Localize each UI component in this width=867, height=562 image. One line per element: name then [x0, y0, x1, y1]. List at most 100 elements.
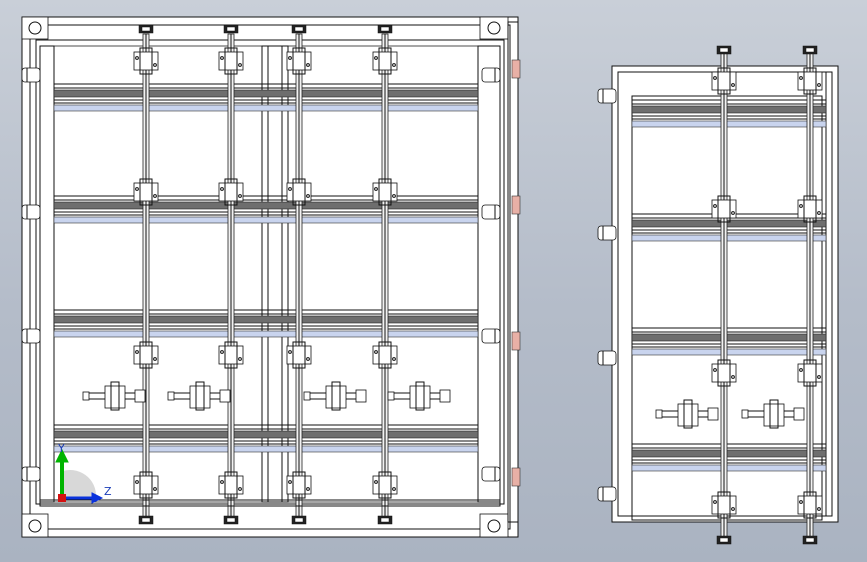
left-rod-2-guide-2 [218, 182, 244, 202]
left-rail-4-blue-band [53, 445, 479, 453]
left-door-handle-2-lock [195, 381, 205, 411]
side-horizontal-rails [631, 99, 827, 472]
side-rail-2-dark-band [631, 219, 827, 228]
side-rod-2-guide-3-bolt-b [817, 375, 821, 379]
left-rod-4-bottom-cap-inner [380, 517, 390, 523]
left-rail-3-blue-band [53, 330, 479, 338]
side-rail-3-mid-edge [631, 343, 827, 348]
side-rod-1-guide-1-bolt-a [713, 76, 717, 80]
left-rod-4-guide-2 [372, 182, 398, 202]
left-door-handle-3-lock [331, 381, 341, 411]
left-rod-2-guide-2-body [224, 178, 238, 206]
side-rod-1-guide-4 [711, 495, 737, 515]
left-door-handle-4-plate [409, 385, 431, 409]
side-rail-4-blue-band [631, 464, 827, 472]
left-rod-3-guide-2-bolt-b [306, 194, 310, 198]
side-door-handles [655, 399, 805, 429]
left-rod-1-guide-3-body [139, 341, 153, 369]
left-door-handle-1-plate [104, 385, 126, 409]
left-rod-1-guide-3 [133, 345, 159, 365]
side-rail-4-dark-band [631, 449, 827, 458]
left-outer-hinge-2 [21, 204, 41, 220]
left-rod-2-guide-4-bolt-a [220, 480, 224, 484]
left-door-handle-2-plate [189, 385, 211, 409]
left-rod-2-top-cap-inner [226, 26, 236, 32]
side-rod-2-guide-3-body [803, 359, 817, 387]
left-door-handle-2-end [167, 391, 175, 401]
side-door-handle-2-keeper [793, 407, 805, 421]
side-rod-2-guide-1-bolt-a [799, 76, 803, 80]
left-door-panel [53, 45, 263, 503]
side-rod-1-guide-3-body [717, 359, 731, 387]
side-rod-2-guide-1-bolt-b [817, 83, 821, 87]
side-rod-1-guide-2 [711, 199, 737, 219]
side-rod-2-guide-1-body [803, 67, 817, 95]
left-rail-3-top-edge [53, 309, 479, 315]
side-door-handle-1-keeper [707, 407, 719, 421]
side-rod-2-guide-2 [797, 199, 823, 219]
left-rod-4-guide-2-body [378, 178, 392, 206]
left-rail-4-dark-band [53, 430, 479, 439]
side-door-handle-1-lock [683, 399, 693, 429]
left-rod-2-guide-4-body [224, 471, 238, 499]
left-rod-1-guide-3-bolt-b [153, 357, 157, 361]
left-rod-1-guide-2-body [139, 178, 153, 206]
left-rod-3-guide-3 [286, 345, 312, 365]
left-rod-1-top-cap-inner [141, 26, 151, 32]
side-door-handle-1-end [655, 409, 663, 419]
left-rod-2-guide-1-bolt-a [220, 56, 224, 60]
left-rail-2-top-edge [53, 195, 479, 201]
container-side-door-view [597, 45, 839, 545]
z-axis-label: Z [104, 485, 112, 498]
left-rod-3-guide-1-bolt-a [288, 56, 292, 60]
left-door-handle-1-keeper [134, 389, 146, 403]
side-rod-1-guide-3-bolt-a [713, 368, 717, 372]
left-rod-1-guide-4-bolt-a [135, 480, 139, 484]
left-rod-4-guide-1-body [378, 47, 392, 75]
left-rod-3-guide-3-body [292, 341, 306, 369]
left-rod-4-guide-4-bolt-a [374, 480, 378, 484]
side-hinge-4 [597, 486, 617, 502]
left-rod-1-guide-3-bolt-a [135, 350, 139, 354]
side-rod-2-guide-3-bolt-a [799, 368, 803, 372]
left-rod-2-guide-1-bolt-b [238, 63, 242, 67]
left-rod-4-guide-4 [372, 475, 398, 495]
side-door-handle-2-lock [769, 399, 779, 429]
side-door-handle-2-plate [763, 403, 785, 427]
door-hinges [21, 67, 501, 482]
left-door-handle-4-keeper [439, 389, 451, 403]
left-rod-4-guide-3-body [378, 341, 392, 369]
left-rod-1-guide-2-bolt-b [153, 194, 157, 198]
left-rod-4-guide-2-bolt-b [392, 194, 396, 198]
left-rod-1-guide-2 [133, 182, 159, 202]
triad-plane [60, 469, 97, 498]
side-rod-2-bottom-cap-inner [805, 537, 815, 543]
left-rod-1-guide-4-body [139, 471, 153, 499]
left-rod-1-guide-1-bolt-a [135, 56, 139, 60]
side-rod-2-top-cap-inner [805, 47, 815, 53]
left-rail-1-dark-band [53, 89, 479, 98]
left-rod-3-guide-1-body [292, 47, 306, 75]
side-rail-1-dark-band [631, 105, 827, 114]
left-rod-1-guide-1 [133, 51, 159, 71]
side-locking-rods [711, 45, 823, 545]
left-rail-3-dark-band [53, 315, 479, 324]
left-door-handle-4-lock [415, 381, 425, 411]
left-rod-3-guide-2-body [292, 178, 306, 206]
side-rod-1-guide-4-bolt-b [731, 507, 735, 511]
side-rail-4-top-edge [631, 443, 827, 449]
left-rail-4-top-edge [53, 424, 479, 430]
side-rod-2-guide-2-bolt-b [817, 211, 821, 215]
right-outer-hinge-1 [481, 67, 501, 83]
side-hinge-1 [597, 88, 617, 104]
side-door-handle-1-plate [677, 403, 699, 427]
side-rail-2-mid-edge [631, 229, 827, 234]
left-door-handle-2-keeper [219, 389, 231, 403]
left-rail-1-mid-edge [53, 99, 479, 104]
side-rail-3-top-edge [631, 327, 827, 333]
side-rod-1-guide-2-bolt-b [731, 211, 735, 215]
left-rod-3-guide-1-bolt-b [306, 63, 310, 67]
right-outer-hinge-4 [481, 466, 501, 482]
